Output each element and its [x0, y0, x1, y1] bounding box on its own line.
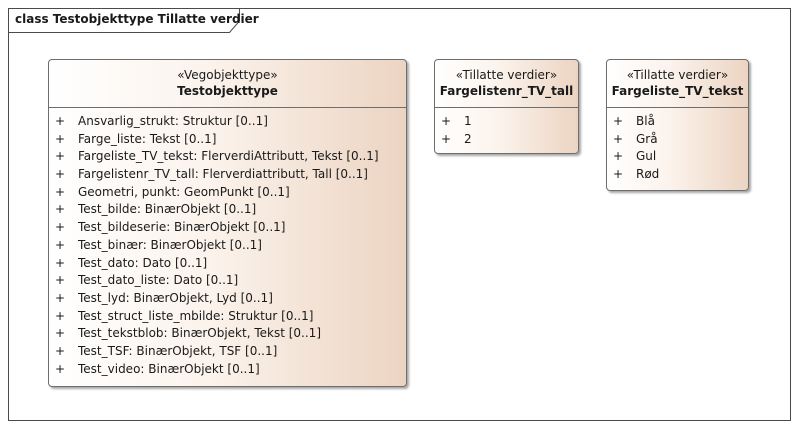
attribute-text: Test_binær: BinærObjekt [0..1]	[78, 237, 262, 252]
class-stereotype: «Tillatte verdier»	[626, 68, 729, 82]
attribute-row[interactable]: + Test_dato: Dato [0..1]	[49, 255, 406, 273]
attribute-text: Test_bilde: BinærObjekt [0..1]	[78, 202, 257, 217]
attribute-row[interactable]: + Test_dato_liste: Dato [0..1]	[49, 272, 406, 290]
attribute-text: Fargeliste_TV_tekst: FlerverdiAttributt,…	[78, 149, 379, 164]
class-stereotype: «Vegobjekttype»	[177, 68, 278, 82]
visibility-marker: +	[441, 131, 452, 146]
visibility-marker: +	[55, 326, 66, 341]
class-fargeliste-tv-tekst[interactable]: «Tillatte verdier» Fargeliste_TV_tekst +…	[606, 59, 749, 191]
attribute-text: Test_struct_liste_mbilde: Struktur [0..1…	[78, 308, 314, 323]
attribute-text: Fargelistenr_TV_tall: Flerverdiattributt…	[78, 167, 368, 182]
visibility-marker: +	[441, 114, 452, 128]
attribute-text: Test_lyd: BinærObjekt, Lyd [0..1]	[78, 290, 273, 305]
attribute-row[interactable]: + Test_bilde: BinærObjekt [0..1]	[49, 201, 406, 219]
enum-value-list: + Blå + Grå + Gul + Rød	[607, 108, 748, 184]
diagram-frame	[8, 8, 791, 421]
attribute-row[interactable]: + Fargelistenr_TV_tall: Flerverdiattribut…	[49, 166, 406, 184]
attribute-list: + Ansvarlig_strukt: Struktur [0..1] + Farge…	[49, 108, 406, 378]
attribute-row[interactable]: + Test_tekstblob: BinærObjekt, Tekst [0..…	[49, 325, 406, 343]
attribute-text: Test_tekstblob: BinærObjekt, Tekst [0..1…	[78, 326, 321, 341]
enum-value-row[interactable]: + Grå	[607, 131, 748, 149]
attribute-row[interactable]: + Farge_liste: Tekst [0..1]	[49, 131, 406, 149]
visibility-marker: +	[55, 361, 66, 376]
class-fargelistenr-tv-tall[interactable]: «Tillatte verdier» Fargelistenr_TV_tall …	[434, 59, 579, 154]
class-stereotype: «Tillatte verdier»	[455, 68, 558, 82]
enum-value-text: 2	[464, 131, 472, 146]
class-name: Fargeliste_TV_tekst	[611, 84, 744, 98]
diagram-frame-tab	[8, 8, 248, 33]
attribute-row[interactable]: + Test_binær: BinærObjekt [0..1]	[49, 237, 406, 255]
visibility-marker: +	[613, 167, 624, 182]
visibility-marker: +	[55, 184, 66, 199]
visibility-marker: +	[55, 114, 66, 128]
attribute-row[interactable]: + Test_video: BinærObjekt [0..1]	[49, 361, 406, 379]
enum-value-text: Blå	[636, 114, 655, 128]
attribute-text: Ansvarlig_strukt: Struktur [0..1]	[78, 114, 268, 128]
attribute-text: Test_bildeserie: BinærObjekt [0..1]	[78, 220, 286, 235]
enum-value-row[interactable]: +1	[435, 113, 578, 131]
attribute-text: Test_TSF: BinærObjekt, TSF [0..1]	[78, 343, 278, 358]
attribute-text: Test_dato: Dato [0..1]	[78, 255, 208, 270]
visibility-marker: +	[55, 290, 66, 305]
enum-value-list: +1+2	[435, 108, 578, 148]
visibility-marker: +	[55, 343, 66, 358]
attribute-row[interactable]: + Test_struct_liste_mbilde: Struktur [0..…	[49, 308, 406, 326]
attribute-text: Geometri, punkt: GeomPunkt [0..1]	[78, 184, 290, 199]
attribute-row[interactable]: + Fargeliste_TV_tekst: FlerverdiAttributt…	[49, 148, 406, 166]
visibility-marker: +	[55, 220, 66, 235]
class-header: «Tillatte verdier» Fargeliste_TV_tekst	[607, 60, 748, 108]
attribute-row[interactable]: + Geometri, punkt: GeomPunkt [0..1]	[49, 184, 406, 202]
enum-value-text: Gul	[636, 149, 657, 164]
visibility-marker: +	[55, 167, 66, 182]
visibility-marker: +	[613, 149, 624, 164]
attribute-text: Test_video: BinærObjekt [0..1]	[78, 361, 260, 376]
attribute-row[interactable]: + Test_lyd: BinærObjekt, Lyd [0..1]	[49, 290, 406, 308]
attribute-row[interactable]: + Ansvarlig_strukt: Struktur [0..1]	[49, 113, 406, 131]
attribute-text: Farge_liste: Tekst [0..1]	[78, 131, 217, 146]
class-header: «Vegobjekttype» Testobjekttype	[49, 60, 406, 108]
visibility-marker: +	[613, 131, 624, 146]
visibility-marker: +	[55, 149, 66, 164]
class-header: «Tillatte verdier» Fargelistenr_TV_tall	[435, 60, 578, 108]
class-name: Fargelistenr_TV_tall	[439, 84, 574, 98]
visibility-marker: +	[55, 131, 66, 146]
enum-value-text: 1	[464, 114, 472, 128]
attribute-row[interactable]: + Test_TSF: BinærObjekt, TSF [0..1]	[49, 343, 406, 361]
enum-value-row[interactable]: +2	[435, 131, 578, 149]
visibility-marker: +	[55, 308, 66, 323]
attribute-row[interactable]: + Test_bildeserie: BinærObjekt [0..1]	[49, 219, 406, 237]
visibility-marker: +	[55, 237, 66, 252]
enum-value-row[interactable]: + Gul	[607, 148, 748, 166]
visibility-marker: +	[55, 255, 66, 270]
diagram-title: class Testobjekttype Tillatte verdier	[15, 12, 259, 26]
visibility-marker: +	[55, 202, 66, 217]
class-name: Testobjekttype	[177, 84, 278, 98]
enum-value-text: Grå	[636, 131, 658, 146]
attribute-text: Test_dato_liste: Dato [0..1]	[78, 273, 239, 288]
enum-value-row[interactable]: + Blå	[607, 113, 748, 131]
visibility-marker: +	[55, 273, 66, 288]
enum-value-text: Rød	[636, 167, 660, 182]
visibility-marker: +	[613, 114, 624, 128]
class-testobjekttype[interactable]: «Vegobjekttype» Testobjekttype + Ansvarli…	[48, 59, 407, 387]
enum-value-row[interactable]: + Rød	[607, 166, 748, 184]
